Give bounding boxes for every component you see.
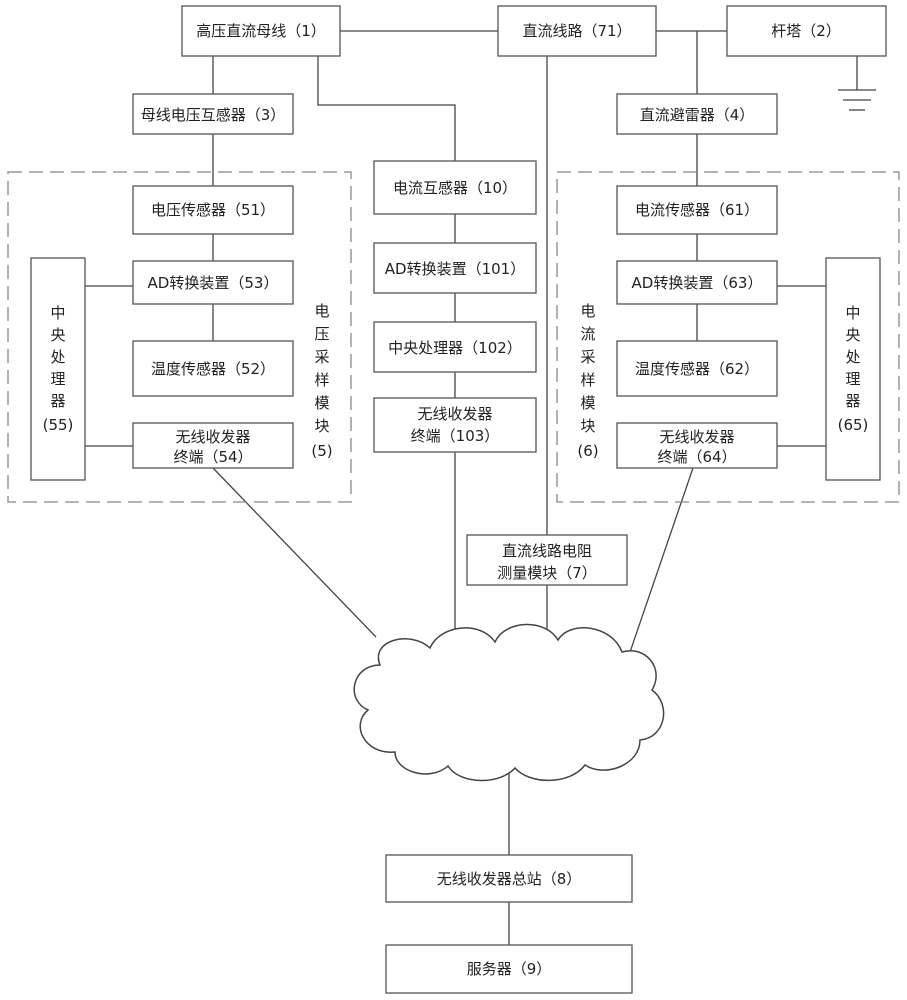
hv-dc-bus-label: 高压直流母线（1） [196,22,326,40]
ad-converter-101-label: AD转换装置（101） [385,260,525,278]
temp-sensor-52-box: 温度传感器（52） [132,340,294,397]
wireless-terminal-103-line1: 无线收发器 [417,405,492,423]
cpu-65-box: 中 央 处 理 器 (65) [825,257,881,481]
cpu-55-char-6: (55) [43,416,74,434]
wireless-station-box: 无线收发器总站（8） [385,854,633,903]
wireless-terminal-54-line1: 无线收发器 [175,428,250,446]
current-sensor-label: 电流传感器（61） [635,201,759,219]
cpu-65-char-1: 中 [845,304,860,322]
current-module-char-1: 电 [580,302,595,320]
cpu-55-box: 中 央 处 理 器 (55) [30,257,86,481]
line-bus-to-ct [317,56,456,161]
wireless-terminal-103-line2: 终端（103） [411,427,500,445]
wireless-station-label: 无线收发器总站（8） [437,870,582,888]
temp-sensor-52-label: 温度传感器（52） [151,360,275,378]
current-transformer-label: 电流互感器（10） [393,179,517,197]
bus-vt-label: 母线电压互感器（3） [141,106,286,124]
voltage-module-char-3: 采 [314,348,329,366]
wireless-terminal-54-box: 无线收发器 终端（54） [132,422,294,469]
network-cloud [353,623,665,782]
connector-lines [85,30,876,945]
cpu-102-label: 中央处理器（102） [388,339,522,357]
dc-arrester-label: 直流避雷器（4） [640,106,755,124]
server-label: 服务器（9） [467,960,552,978]
voltage-module-char-2: 压 [314,325,329,343]
server-box: 服务器（9） [385,944,633,994]
cpu-55-char-4: 理 [50,370,65,388]
current-transformer-box: 电流互感器（10） [373,160,537,215]
current-module-char-5: 模 [580,394,595,412]
current-module-char-3: 采 [580,348,595,366]
cpu-65-char-6: (65) [838,416,869,434]
current-module-char-4: 样 [580,371,595,389]
current-module-char-6: 块 [580,417,595,435]
voltage-module-char-5: 模 [314,394,329,412]
hv-dc-bus-box: 高压直流母线（1） [181,5,341,57]
wireless-terminal-64-box: 无线收发器 终端（64） [616,422,778,469]
current-sampling-module-outline [556,171,900,503]
resistance-module-box: 直流线路电阻 测量模块（7） [466,534,628,586]
ad-converter-63-label: AD转换装置（63） [632,274,763,292]
cpu-55-char-2: 央 [50,326,65,344]
cpu-55-char-3: 处 [50,348,65,366]
resistance-module-line1: 直流线路电阻 [502,542,592,560]
cpu-65-char-5: 器 [845,392,860,410]
tower-label: 杆塔（2） [771,22,841,40]
voltage-module-char-1: 电 [314,302,329,320]
voltage-module-char-7: (5) [311,442,332,460]
cpu-102-box: 中央处理器（102） [373,321,537,373]
cpu-55-char-5: 器 [50,392,65,410]
cpu-65-char-3: 处 [845,348,860,366]
temp-sensor-62-box: 温度传感器（62） [616,340,778,397]
current-module-char-7: (6) [577,442,598,460]
ad-converter-101-box: AD转换装置（101） [373,242,537,294]
voltage-module-char-6: 块 [314,417,329,435]
line-wireless54-to-cloud [212,467,377,638]
line-wireless64-to-cloud [628,467,694,656]
cpu-65-char-2: 央 [845,326,860,344]
tower-box: 杆塔（2） [726,5,887,57]
ad-converter-63-box: AD转换装置（63） [616,260,778,305]
voltage-sensor-box: 电压传感器（51） [132,185,294,235]
current-module-char-2: 流 [580,325,595,343]
voltage-sensor-label: 电压传感器（51） [151,201,275,219]
resistance-module-line2: 测量模块（7） [497,564,597,582]
ad-converter-53-label: AD转换装置（53） [148,274,279,292]
dc-line-label: 直流线路（71） [522,22,631,40]
dc-line-box: 直流线路（71） [497,5,657,57]
temp-sensor-62-label: 温度传感器（62） [635,360,759,378]
current-module-label: 电 流 采 样 模 块 (6) [577,302,598,460]
wireless-terminal-64-line2: 终端（64） [657,448,736,466]
cpu-65-char-4: 理 [845,370,860,388]
voltage-module-label: 电 压 采 样 模 块 (5) [311,302,332,460]
current-sensor-box: 电流传感器（61） [616,185,778,235]
wireless-terminal-64-line1: 无线收发器 [659,428,734,446]
dc-arrester-box: 直流避雷器（4） [616,93,778,135]
bus-vt-box: 母线电压互感器（3） [132,93,294,135]
ad-converter-53-box: AD转换装置（53） [132,260,294,305]
wireless-terminal-103-box: 无线收发器 终端（103） [373,397,537,453]
cpu-55-char-1: 中 [50,304,65,322]
wireless-terminal-54-line2: 终端（54） [173,448,252,466]
voltage-module-char-4: 样 [314,371,329,389]
voltage-sampling-module-outline [7,171,352,503]
